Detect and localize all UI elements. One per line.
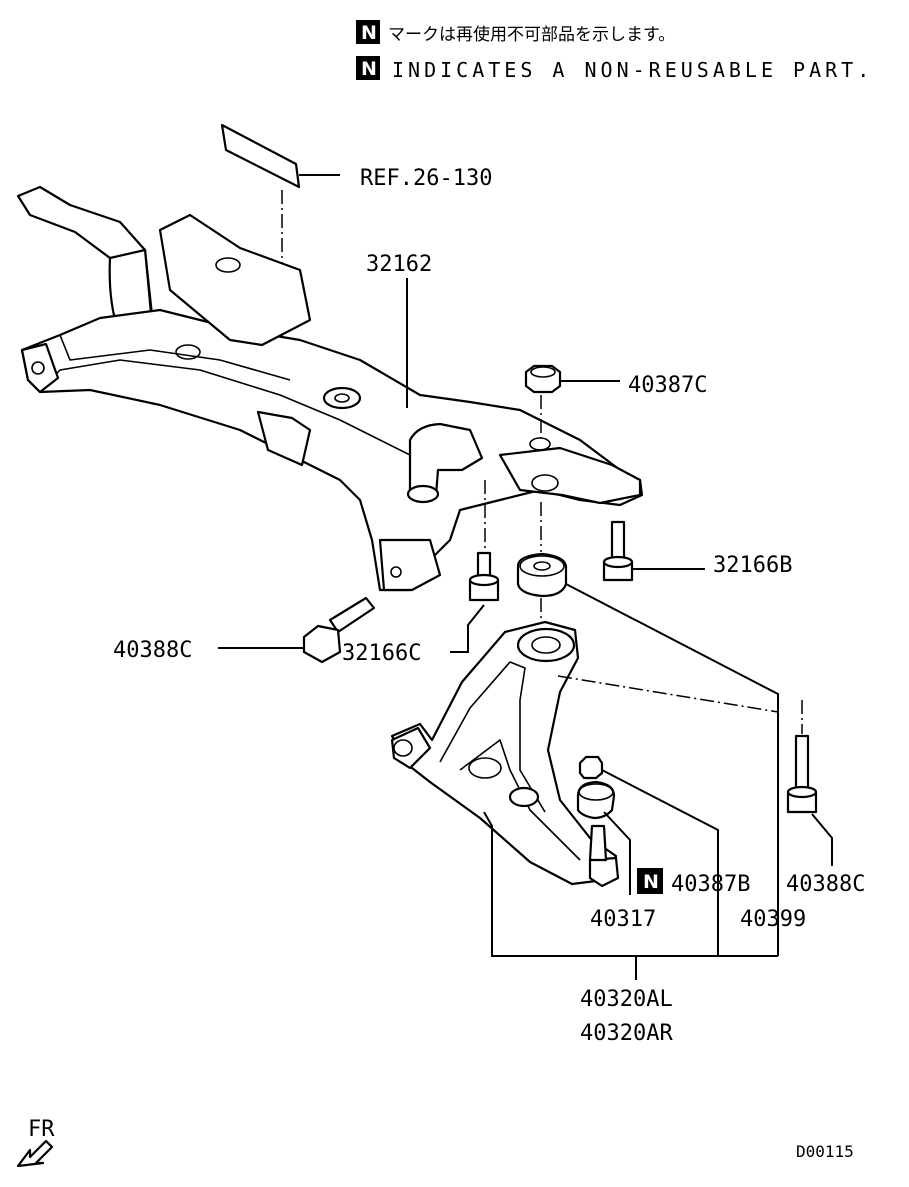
label-bushing: 40399	[740, 907, 806, 932]
lower-arm-40320	[390, 620, 620, 888]
ref-plate: REF.26-130	[220, 123, 492, 191]
note-jp-text: マークは再使用不可部品を示します。	[388, 24, 675, 45]
label-bolt-b: 32166B	[713, 553, 792, 578]
non-reusable-badge-jp: N	[361, 22, 377, 44]
label-arm-r: 40320AR	[580, 1021, 673, 1046]
label-bolt-right: 40388C	[786, 872, 865, 897]
front-direction-indicator: FR	[16, 1117, 55, 1168]
label-crossmember: 32162	[366, 252, 432, 277]
label-bolt-left: 40388C	[113, 638, 192, 663]
label-ball-joint: 40317	[590, 907, 656, 932]
label-nut-top: 40387C	[628, 373, 707, 398]
non-reusable-badge-nut: N	[643, 871, 659, 893]
nut-40387C: 40387C	[524, 364, 707, 398]
label-arm-l: 40320AL	[580, 987, 673, 1012]
arrow-down-left-icon	[16, 1139, 54, 1168]
nut-40387B: N 40387B	[578, 755, 750, 956]
note-english: N INDICATES A NON-REUSABLE PART.	[356, 56, 873, 82]
bushing-40399: 40399	[516, 502, 806, 956]
bolt-40388C-left: 40388C	[113, 596, 376, 664]
note-en-text: INDICATES A NON-REUSABLE PART.	[392, 58, 873, 82]
crossmember-32162: 32162	[16, 185, 644, 592]
bolt-32166B: 32166B	[602, 520, 792, 582]
assembly-bracket: 40320AL 40320AR	[483, 811, 778, 1046]
label-fr: FR	[28, 1117, 55, 1142]
non-reusable-badge-en: N	[361, 58, 377, 80]
bolt-32166C: 32166C	[342, 551, 500, 666]
arm-dash-line	[557, 675, 779, 713]
ball-joint-40317: 40317	[576, 780, 656, 932]
label-nut-ball: 40387B	[671, 872, 750, 897]
label-bolt-c: 32166C	[342, 641, 421, 666]
diagram-code: D00115	[796, 1142, 854, 1161]
note-japanese: N マークは再使用不可部品を示します。	[356, 20, 675, 45]
bolt-40388C-right: 40388C	[786, 700, 865, 897]
label-ref: REF.26-130	[360, 166, 492, 191]
